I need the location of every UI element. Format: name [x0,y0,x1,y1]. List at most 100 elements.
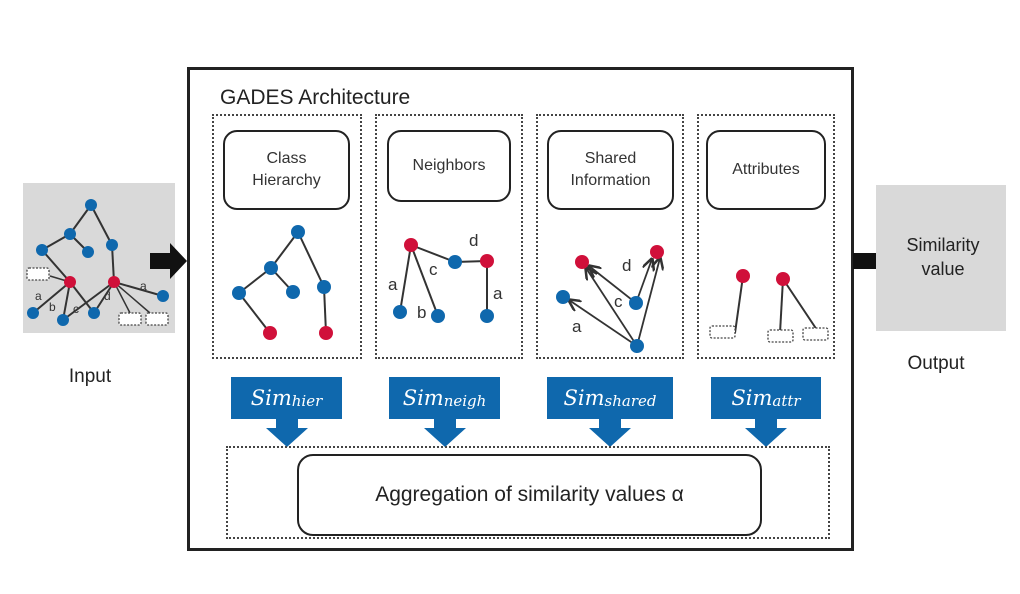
entity-node [291,225,305,239]
entity-node [232,286,246,300]
entity-node [317,280,331,294]
edge [779,278,784,334]
edge [32,281,71,314]
entity-node [556,290,570,304]
aggregation-text: Aggregation of similarity values α [375,483,684,506]
target-node [263,326,277,340]
title-line: Neighbors [412,157,486,174]
title-line: Attributes [732,161,800,178]
directed-edge [586,268,638,347]
sim-base: Sim [250,386,292,410]
component-title-shared-information: Shared Information [547,130,674,210]
arrow-down-icon [424,418,466,447]
target-node [736,269,750,283]
entity-node [88,307,100,319]
architecture-title: GADES Architecture [220,86,411,109]
attribute-value-box [767,329,794,343]
output-text-line: Similarity [906,235,980,255]
arrow-right-icon [150,243,187,279]
target-node [650,245,664,259]
input-label: Input [68,366,112,387]
output-text-line: value [921,259,965,279]
target-node [404,238,418,252]
title-line: Class [266,150,307,167]
entity-node [480,309,494,323]
edge [410,244,456,263]
entity-node [106,239,118,251]
entity-node [85,199,97,211]
target-node [575,255,589,269]
edge-label: a [572,317,582,336]
entity-node [629,296,643,310]
sim-base: Sim [731,386,773,410]
component-title-class-hierarchy: Class Hierarchy [223,130,350,210]
entity-node [264,261,278,275]
target-node [108,276,120,288]
arrow-down-icon [589,418,631,447]
attribute-value-box [802,327,829,341]
entity-node [448,255,462,269]
attribute-value-box [145,312,169,326]
output-box-text: Similarity value [876,233,1010,281]
entity-node [431,309,445,323]
edge-label: c [73,302,79,316]
edge [399,244,412,313]
edge [111,244,115,283]
edge-label: a [388,275,398,294]
entity-node [36,244,48,256]
entity-node [157,290,169,302]
edge [62,281,71,321]
edge-label: a [35,289,42,303]
input-arrow [150,243,187,279]
aggregation-box: Aggregation of similarity values α [297,454,762,536]
attribute-value-box [709,325,736,339]
edge-label: d [622,256,631,275]
edge [69,281,95,314]
title-line: Information [570,172,651,189]
edge [90,204,113,246]
sim-subscript: shared [604,392,657,410]
edge [297,231,325,288]
entity-node [393,305,407,319]
title-line: Shared [584,150,637,167]
directed-edge [589,266,637,304]
entity-node [64,228,76,240]
entity-node [57,314,69,326]
target-node [776,272,790,286]
edge [270,231,299,269]
edge-label: c [614,292,623,311]
target-node [319,326,333,340]
edge [113,281,164,297]
entity-node [630,339,644,353]
directed-edge [569,300,638,347]
edge [238,292,271,334]
panel-neighbors [375,114,523,359]
entity-node [286,285,300,299]
edge-label: b [417,303,426,322]
output-label: Output [907,353,965,374]
panel-attributes [697,114,835,359]
edge-label: d [104,289,111,303]
component-title-neighbors: Neighbors [387,130,511,202]
sim-subscript: attr [772,392,801,410]
target-node [64,276,76,288]
arrow-down-icon [745,418,787,447]
sim-subscript: hier [291,392,323,410]
edge [410,244,439,317]
sim-base: Sim [402,386,444,410]
edge [734,275,744,334]
panel-shared-information [536,114,684,359]
edge-label: a [493,284,503,303]
panel-class-hierarchy [212,114,362,359]
edge-label: d [469,231,478,250]
edge [323,286,327,334]
output-box [876,185,1006,331]
edge-label: c [429,260,438,279]
